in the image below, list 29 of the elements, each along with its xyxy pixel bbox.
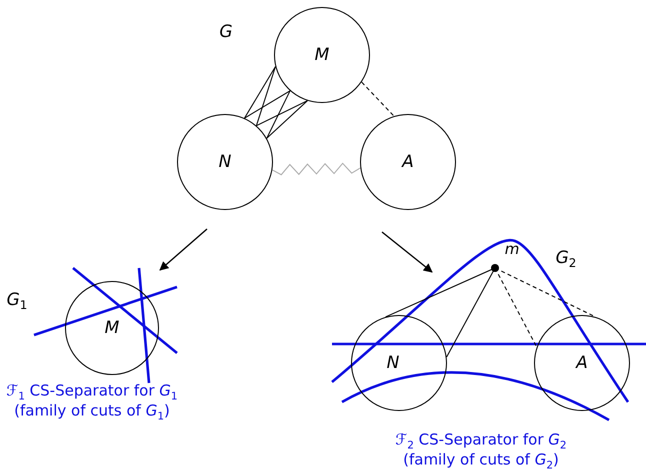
- graph-label: G$_{2}$: [556, 248, 576, 270]
- connector-line: [266, 90, 291, 139]
- caption-text: (family of cuts of G$_{1}$): [14, 402, 170, 422]
- graph-label: G: [219, 22, 233, 42]
- connector-line: [244, 66, 276, 119]
- graph-label: G$_{1}$: [6, 290, 28, 312]
- connector-line: [244, 90, 291, 119]
- vertex-set-circle: [177, 114, 273, 210]
- caption-text: (family of cuts of G$_{2}$): [403, 450, 559, 472]
- caption-text: ℱ$_{1}$ CS-Separator for G$_{1}$: [6, 382, 178, 402]
- connector-line: [266, 100, 308, 139]
- vertex-dot: [491, 264, 499, 272]
- vertex-set-label: A: [576, 353, 588, 373]
- vertex-set-label: M: [314, 45, 330, 65]
- vertex-set-label: N: [218, 152, 232, 172]
- connector-line: [361, 82, 394, 117]
- vertex-set-label: M: [104, 318, 120, 338]
- vertex-set-circle: [360, 114, 456, 210]
- vertex-label: m: [504, 240, 520, 258]
- connector-line: [256, 100, 308, 126]
- connector-line: [256, 66, 276, 126]
- vertex-set-circle: [274, 7, 370, 103]
- vertex-set-circle: [65, 281, 159, 375]
- vertex-set-label: N: [386, 353, 400, 373]
- connector-line: [272, 162, 361, 176]
- vertex-set-circle: [351, 315, 447, 411]
- vertex-set-circle: [534, 315, 630, 411]
- vertex-set-label: A: [402, 152, 414, 172]
- caption-text: ℱ$_{2}$ CS-Separator for G$_{2}$: [395, 430, 567, 452]
